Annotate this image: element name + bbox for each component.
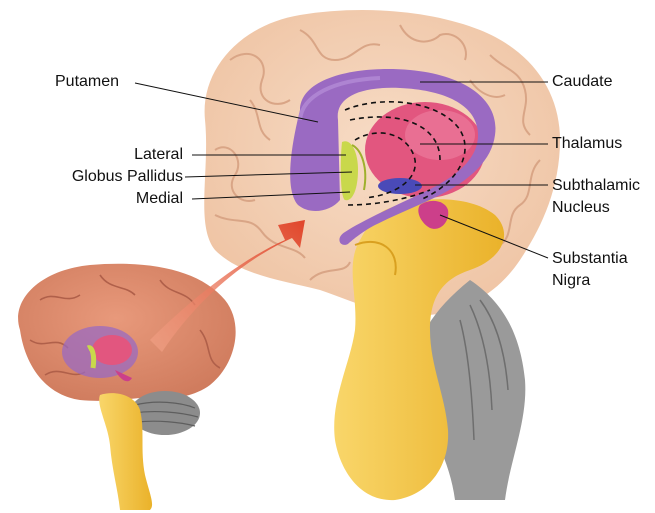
label-caudate: Caudate bbox=[552, 73, 613, 90]
label-globus-pallidus: Globus Pallidus bbox=[71, 168, 183, 185]
leader-lines bbox=[134, 81, 549, 259]
dashed-outlines bbox=[344, 101, 466, 206]
label-substantia-line1: Substantia bbox=[552, 250, 628, 267]
magnified-brainstem bbox=[334, 199, 526, 501]
label-medial: Medial bbox=[135, 190, 183, 207]
substantia-nigra-shape bbox=[418, 200, 449, 229]
label-substantia-line2: Nigra bbox=[552, 272, 591, 289]
small-brain bbox=[18, 263, 236, 510]
subthalamic-nucleus-shape bbox=[378, 178, 422, 194]
label-subthalamic-line1: Subthalamic bbox=[552, 177, 641, 194]
label-thalamus: Thalamus bbox=[552, 135, 623, 152]
label-subthalamic-line2: Nucleus bbox=[552, 199, 610, 216]
magnify-arrow bbox=[150, 220, 305, 352]
label-putamen: Putamen bbox=[55, 73, 120, 90]
globus-pallidus-shape bbox=[340, 141, 358, 201]
label-lateral: Lateral bbox=[134, 146, 183, 163]
caudate-putamen-shape bbox=[290, 69, 496, 245]
